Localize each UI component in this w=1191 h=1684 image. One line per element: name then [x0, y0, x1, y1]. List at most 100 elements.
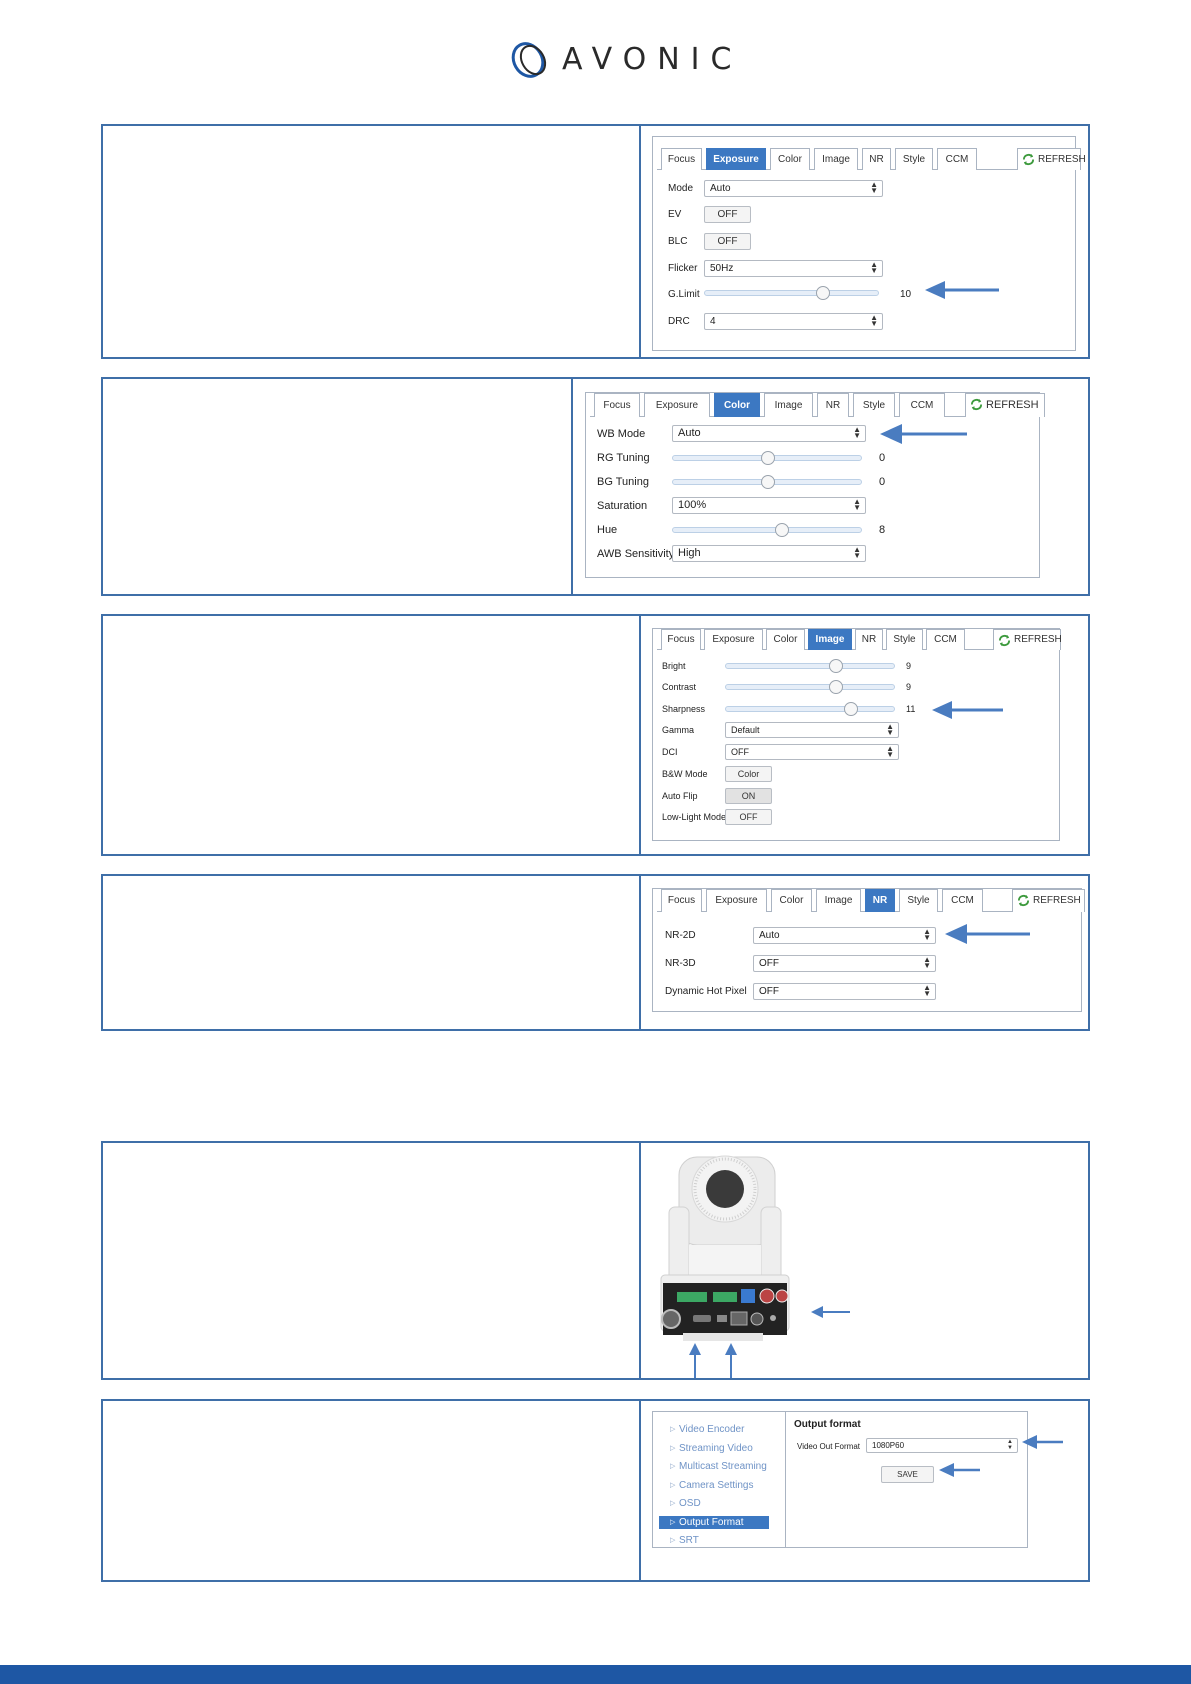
menu-item-video-encoder[interactable]: ▷Video Encoder: [659, 1423, 769, 1436]
slider-handle[interactable]: [775, 523, 789, 537]
triangle-right-icon: ▷: [670, 1519, 676, 1526]
slider-handle[interactable]: [829, 659, 843, 673]
color-row: Focus Exposure Color Image NR Style CCM …: [101, 377, 1090, 596]
gamma-select[interactable]: Default▲▼: [725, 722, 899, 738]
color-settings-panel: Focus Exposure Color Image NR Style CCM …: [585, 392, 1045, 578]
bg-tuning-slider[interactable]: [672, 475, 862, 489]
tab-exposure[interactable]: Exposure: [644, 393, 710, 417]
refresh-button[interactable]: REFRESH: [965, 393, 1045, 417]
refresh-icon: [998, 634, 1011, 647]
tab-ccm[interactable]: CCM: [899, 393, 945, 417]
exposure-row: Focus Exposure Color Image NR Style CCM …: [101, 124, 1090, 359]
blc-label: BLC: [668, 236, 688, 247]
menu-item-multicast-streaming[interactable]: ▷Multicast Streaming: [659, 1460, 769, 1473]
dci-select[interactable]: OFF▲▼: [725, 744, 899, 760]
tab-color[interactable]: Color: [771, 889, 812, 912]
wb-mode-select[interactable]: Auto▲▼: [672, 425, 866, 442]
sharpness-slider[interactable]: [725, 702, 895, 716]
dci-label: DCI: [662, 747, 678, 757]
nr-2d-select[interactable]: Auto▲▼: [753, 927, 936, 944]
callout-arrow-icon: [939, 1463, 980, 1477]
glimit-label: G.Limit: [668, 289, 700, 300]
contrast-slider[interactable]: [725, 680, 895, 694]
tab-ccm[interactable]: CCM: [926, 629, 965, 650]
low-light-mode-button[interactable]: OFF: [725, 809, 772, 825]
rg-tuning-slider[interactable]: [672, 451, 862, 465]
mode-select[interactable]: Auto▲▼: [704, 180, 883, 197]
menu-item-osd[interactable]: ▷OSD: [659, 1497, 769, 1510]
tab-style[interactable]: Style: [886, 629, 923, 650]
tab-image[interactable]: Image: [764, 393, 813, 417]
contrast-value: 9: [906, 682, 912, 692]
refresh-icon: [970, 398, 983, 411]
save-button[interactable]: SAVE: [881, 1466, 934, 1483]
auto-flip-label: Auto Flip: [662, 791, 698, 801]
refresh-button[interactable]: REFRESH: [993, 629, 1062, 650]
blc-toggle-button[interactable]: OFF: [704, 233, 751, 250]
drc-value: 4: [710, 316, 716, 327]
slider-handle[interactable]: [829, 680, 843, 694]
tab-exposure[interactable]: Exposure: [706, 148, 766, 170]
menu-item-camera-settings[interactable]: ▷Camera Settings: [659, 1479, 769, 1492]
tab-style[interactable]: Style: [853, 393, 895, 417]
tab-color[interactable]: Color: [714, 393, 760, 417]
tab-image[interactable]: Image: [808, 629, 852, 650]
dynamic-hot-pixel-value: OFF: [759, 986, 779, 997]
tab-nr[interactable]: NR: [855, 629, 883, 650]
bw-mode-button[interactable]: Color: [725, 766, 772, 782]
column-divider: [639, 1143, 641, 1378]
slider-handle[interactable]: [761, 475, 775, 489]
tab-ccm[interactable]: CCM: [942, 889, 983, 912]
callout-arrow-icon: [689, 1343, 701, 1378]
tab-focus[interactable]: Focus: [661, 148, 702, 170]
flicker-label: Flicker: [668, 263, 698, 274]
menu-item-srt[interactable]: ▷SRT: [659, 1534, 769, 1547]
tab-focus[interactable]: Focus: [594, 393, 640, 417]
tab-nr[interactable]: NR: [862, 148, 891, 170]
tab-style[interactable]: Style: [895, 148, 933, 170]
slider-handle[interactable]: [844, 702, 858, 716]
flicker-select[interactable]: 50Hz▲▼: [704, 260, 883, 277]
tab-image[interactable]: Image: [814, 148, 858, 170]
refresh-icon: [1022, 153, 1035, 166]
refresh-button[interactable]: REFRESH: [1012, 889, 1085, 912]
slider-handle[interactable]: [761, 451, 775, 465]
drc-label: DRC: [668, 316, 690, 327]
menu-item-label: Video Encoder: [679, 1424, 745, 1435]
menu-item-label: Multicast Streaming: [679, 1461, 767, 1472]
tab-color[interactable]: Color: [766, 629, 805, 650]
slider-handle[interactable]: [816, 286, 830, 300]
menu-item-output-format[interactable]: ▷Output Format: [659, 1516, 769, 1529]
drc-select[interactable]: 4▲▼: [704, 313, 883, 330]
nr-3d-select[interactable]: OFF▲▼: [753, 955, 936, 972]
bright-slider[interactable]: [725, 659, 895, 673]
tab-nr[interactable]: NR: [865, 889, 895, 912]
dynamic-hot-pixel-select[interactable]: OFF▲▼: [753, 983, 936, 1000]
saturation-select[interactable]: 100%▲▼: [672, 497, 866, 514]
ev-toggle-button[interactable]: OFF: [704, 206, 751, 223]
tab-exposure[interactable]: Exposure: [706, 889, 767, 912]
nr-2d-label: NR-2D: [665, 930, 696, 941]
hue-slider[interactable]: [672, 523, 862, 537]
tab-nr[interactable]: NR: [817, 393, 849, 417]
tab-focus[interactable]: Focus: [661, 629, 701, 650]
awb-sensitivity-select[interactable]: High▲▼: [672, 545, 866, 562]
image-settings-panel: Focus Exposure Color Image NR Style CCM …: [652, 628, 1062, 841]
video-out-format-value: 1080P60: [872, 1441, 905, 1450]
tab-focus[interactable]: Focus: [661, 889, 702, 912]
tab-exposure[interactable]: Exposure: [704, 629, 763, 650]
tab-color[interactable]: Color: [770, 148, 810, 170]
video-out-format-select[interactable]: 1080P60▲▼: [866, 1438, 1018, 1453]
glimit-slider[interactable]: [704, 286, 879, 300]
refresh-button[interactable]: REFRESH: [1017, 148, 1086, 170]
tab-bar: Focus Exposure Color Image NR Style CCM …: [657, 148, 1086, 170]
callout-arrow-icon: [945, 924, 1030, 944]
menu-item-streaming-video[interactable]: ▷Streaming Video: [659, 1442, 769, 1455]
tab-image[interactable]: Image: [816, 889, 861, 912]
camera-connections-row: [101, 1141, 1090, 1380]
tab-style[interactable]: Style: [899, 889, 938, 912]
bg-tuning-value: 0: [879, 476, 886, 488]
tab-ccm[interactable]: CCM: [937, 148, 977, 170]
auto-flip-button[interactable]: ON: [725, 788, 772, 804]
refresh-icon: [1017, 894, 1030, 907]
